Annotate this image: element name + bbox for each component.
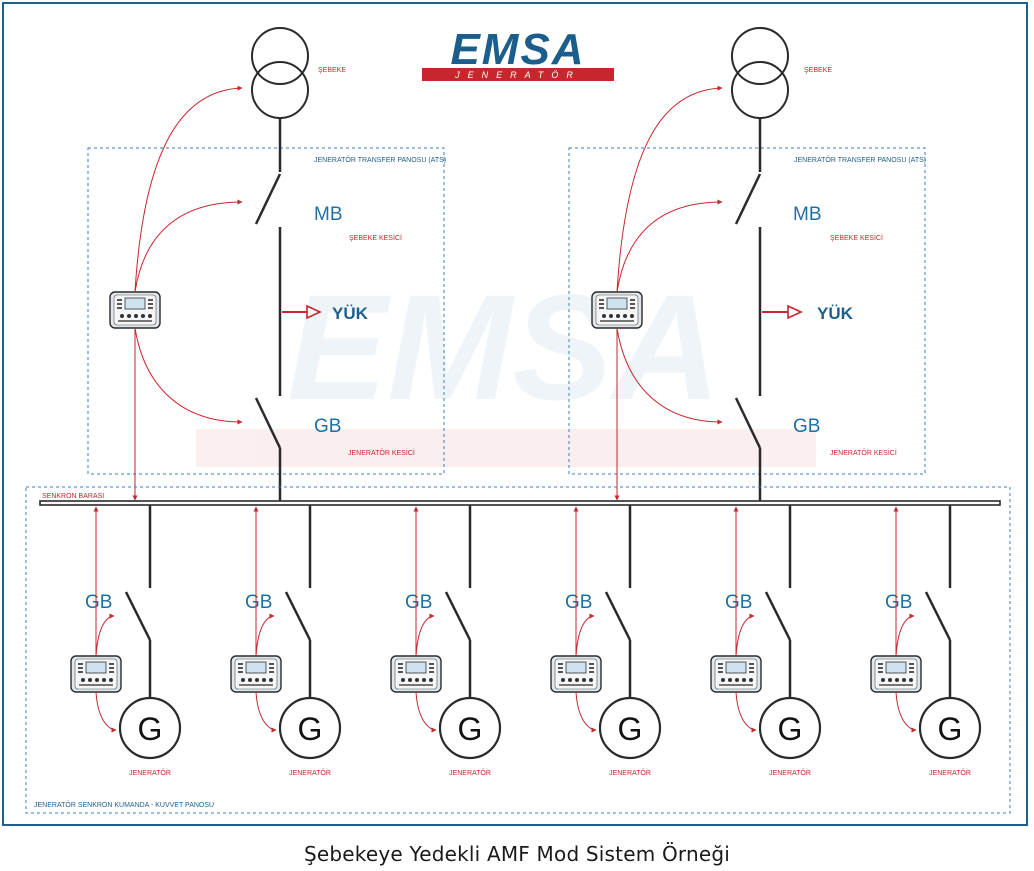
gb-desc-1: JENERATÖR KESİCİ [348, 448, 415, 457]
generator-branch-6: G JENERATÖR GB [870, 505, 982, 777]
generator-symbol-5 [758, 696, 822, 760]
gb-desc-2: JENERATÖR KESİCİ [830, 448, 897, 457]
watermark-brand: EMSA [287, 263, 720, 431]
generator-letter-3: G [458, 711, 483, 747]
gen-gb-label-6: GB [885, 592, 912, 613]
generator-symbol-6 [918, 696, 982, 760]
generator-label-3: JENERATÖR [449, 769, 491, 777]
gen-controller-2 [230, 655, 282, 693]
gen-controller-3 [390, 655, 442, 693]
generator-symbol-4 [598, 696, 662, 760]
generator-letter-1: G [138, 711, 163, 747]
sync-busbar [39, 500, 1001, 506]
ats-panel-2: JENERATÖR TRANSFER PANOSU (ATS) ŞEBEKE M… [568, 27, 926, 502]
gen-controller-6 [870, 655, 922, 693]
generator-symbol-2 [278, 696, 342, 760]
gen-breaker-1 [124, 591, 152, 641]
gen-gb-label-4: GB [565, 592, 592, 613]
gb-label-ats-2: GB [793, 416, 820, 437]
transformer-1 [251, 27, 309, 119]
generator-branch-5: G JENERATÖR GB [710, 505, 822, 777]
figure-caption: Şebekeye Yedekli AMF Mod Sistem Örneği [303, 842, 731, 866]
transformer-2 [731, 27, 789, 119]
grid-label-2: ŞEBEKE [804, 67, 832, 74]
gen-breaker-3 [444, 591, 472, 641]
generator-letter-4: G [618, 711, 643, 747]
sync-panel-title: JENERATÖR SENKRON KUMANDA - KUVVET PANOS… [34, 801, 214, 809]
sync-panel: SENKRON BARASI JENERATÖR SENKRON KUMANDA… [25, 486, 1011, 814]
gen-breaker-6 [924, 591, 952, 641]
generator-symbol-3 [438, 696, 502, 760]
generator-branch-2: G JENERATÖR GB [230, 505, 342, 777]
sync-bus-label: SENKRON BARASI [42, 493, 104, 500]
single-line-diagram: EMSA EMSA JENERATÖR JENERATÖR TRANSFER P… [25, 25, 1011, 814]
logo-brand: EMSA [450, 25, 585, 74]
mb-label-2: MB [793, 204, 822, 225]
generator-label-2: JENERATÖR [289, 769, 331, 777]
load-label-2: YÜK [817, 304, 854, 323]
mb-desc-1: ŞEBEKE KESİCİ [349, 233, 402, 242]
gen-gb-label-5: GB [725, 592, 752, 613]
gen-controller-1 [70, 655, 122, 693]
generator-letter-6: G [938, 711, 963, 747]
generator-branch-3: G JENERATÖR GB [390, 505, 502, 777]
generator-label-5: JENERATÖR [769, 769, 811, 777]
gb-breaker-ats-2 [734, 397, 762, 449]
load-label-1: YÜK [332, 304, 369, 323]
mb-breaker-2 [734, 173, 762, 225]
logo-tagline: JENERATÖR [454, 70, 581, 80]
watermark: EMSA [196, 263, 816, 467]
gen-breaker-4 [604, 591, 632, 641]
grid-label-1: ŞEBEKE [318, 67, 346, 74]
mb-label-1: MB [314, 204, 343, 225]
generator-branch-4: G JENERATÖR GB [550, 505, 662, 777]
diagram-frame: EMSA EMSA JENERATÖR JENERATÖR TRANSFER P… [2, 2, 1028, 826]
ats-panel-2-title: JENERATÖR TRANSFER PANOSU (ATS) [794, 156, 926, 164]
gen-controller-5 [710, 655, 762, 693]
ats-controller-2 [591, 291, 643, 329]
gen-gb-label-2: GB [245, 592, 272, 613]
ats-controller-1 [109, 291, 161, 329]
gb-breaker-ats-1 [254, 397, 282, 449]
generator-letter-5: G [778, 711, 803, 747]
generator-label-6: JENERATÖR [929, 769, 971, 777]
mb-breaker-1 [254, 173, 282, 225]
generator-label-1: JENERATÖR [129, 769, 171, 777]
gen-controller-4 [550, 655, 602, 693]
gen-gb-label-3: GB [405, 592, 432, 613]
gen-breaker-2 [284, 591, 312, 641]
gen-gb-label-1: GB [85, 592, 112, 613]
gen-breaker-5 [764, 591, 792, 641]
generator-branch-1: G JENERATÖR GB [70, 505, 182, 777]
gb-label-ats-1: GB [314, 416, 341, 437]
generator-letter-2: G [298, 711, 323, 747]
mb-desc-2: ŞEBEKE KESİCİ [830, 233, 883, 242]
generator-label-4: JENERATÖR [609, 769, 651, 777]
ats-panel-1-title: JENERATÖR TRANSFER PANOSU (ATS) [314, 156, 446, 164]
generator-symbol-1 [118, 696, 182, 760]
ats-panel-1: JENERATÖR TRANSFER PANOSU (ATS) ŞEBEKE M… [87, 27, 446, 502]
emsa-logo: EMSA JENERATÖR [422, 25, 614, 81]
